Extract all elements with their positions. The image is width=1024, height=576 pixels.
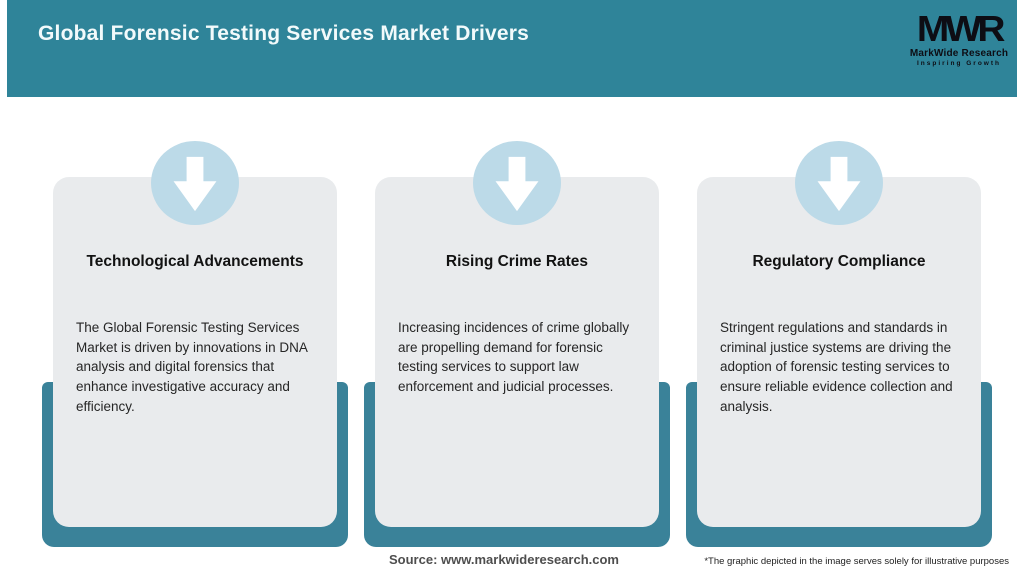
logo-name: MarkWide Research bbox=[909, 48, 1009, 59]
down-arrow-icon bbox=[151, 141, 239, 225]
driver-card-regulatory-compliance: Regulatory Compliance Stringent regulati… bbox=[697, 177, 981, 527]
card-title: Rising Crime Rates bbox=[445, 253, 589, 270]
down-arrow-icon bbox=[473, 141, 561, 225]
header-bar: Global Forensic Testing Services Market … bbox=[7, 0, 1017, 97]
card-title: Regulatory Compliance bbox=[752, 253, 926, 270]
card-body-text: Increasing incidences of crime globally … bbox=[398, 320, 630, 395]
down-arrow-icon bbox=[795, 141, 883, 225]
logo-tagline: Inspiring Growth bbox=[917, 60, 1001, 67]
mwr-monogram-icon: MWR bbox=[916, 8, 1006, 49]
driver-card-rising-crime-rates: Rising Crime Rates Increasing incidences… bbox=[375, 177, 659, 527]
source-text: Source: www.markwideresearch.com bbox=[388, 552, 620, 567]
card-body-text: The Global Forensic Testing Services Mar… bbox=[76, 320, 308, 414]
card-title: Technological Advancements bbox=[86, 253, 304, 270]
disclaimer-text: *The graphic depicted in the image serve… bbox=[704, 556, 1009, 567]
driver-card-technological-advancements: Technological Advancements The Global Fo… bbox=[53, 177, 337, 527]
markwide-logo: MWR MarkWide Research Inspiring Growth bbox=[907, 11, 1011, 68]
card-body-text: Stringent regulations and standards in c… bbox=[720, 320, 953, 414]
page-title: Global Forensic Testing Services Market … bbox=[38, 22, 530, 45]
